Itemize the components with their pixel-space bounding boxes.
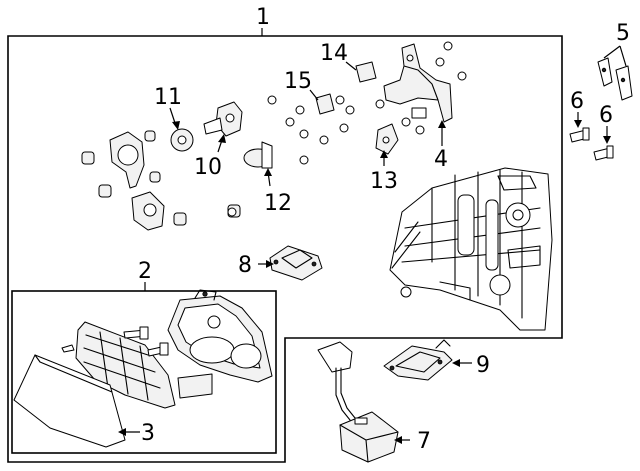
assembly-1-frame (7, 35, 563, 463)
fasteners (227, 41, 467, 298)
body-panel (389, 167, 553, 331)
retainer-11 (170, 128, 194, 152)
callout-14: 14 (320, 41, 348, 66)
leader-lines (118, 28, 627, 444)
clips-5 (597, 57, 633, 101)
callout-6a: 6 (570, 89, 584, 114)
callout-13: 13 (370, 169, 398, 194)
bracket-4 (383, 43, 453, 123)
callout-3: 3 (141, 421, 155, 446)
bracket-8 (269, 245, 323, 281)
callout-8: 8 (238, 253, 252, 278)
callout-12: 12 (264, 191, 292, 216)
small-bulbs (81, 130, 241, 226)
lamp-screws (61, 326, 169, 357)
callout-9: 9 (476, 353, 490, 378)
callout-4: 4 (434, 147, 448, 172)
lens-outer (13, 354, 126, 448)
callout-1: 1 (256, 5, 270, 30)
bracket-13 (375, 123, 399, 155)
callout-15: 15 (284, 69, 312, 94)
tail-lamp-lens (75, 321, 176, 409)
callout-10: 10 (194, 155, 222, 180)
bracket-9 (383, 339, 453, 381)
lamp-housing-assembly (167, 289, 273, 383)
clip-15 (315, 93, 335, 115)
bolts-6 (569, 127, 614, 161)
callout-2: 2 (138, 259, 152, 284)
socket-10 (203, 101, 243, 137)
callout-7: 7 (417, 429, 431, 454)
clip-14 (355, 61, 377, 83)
lamp-gasket (177, 373, 213, 399)
bulb-bracket-left (109, 131, 165, 231)
callout-6b: 6 (599, 103, 613, 128)
callout-5: 5 (616, 21, 630, 46)
assembly-2-frame (11, 290, 277, 454)
bulb-socket-12 (243, 141, 273, 169)
control-module-7 (317, 341, 399, 463)
callout-11: 11 (154, 85, 182, 110)
